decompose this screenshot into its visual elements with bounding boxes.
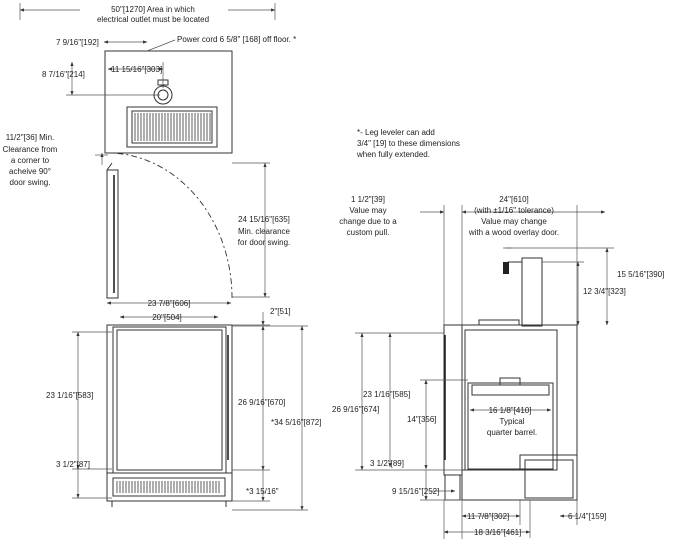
tap-stem bbox=[157, 79, 169, 86]
dim-8-7-16-label: 8 7/16"[214] bbox=[42, 70, 85, 79]
front-view: 23 7/8"[606] 20"[504] 2"[51] 23 1/16"[58… bbox=[46, 299, 321, 511]
dim-7-9-16-label: 7 9/16"[192] bbox=[56, 38, 99, 47]
door-swing-arc bbox=[111, 152, 233, 299]
depth-note-1: 24"[610] bbox=[499, 195, 529, 204]
side-kickplate bbox=[444, 474, 461, 501]
leveler-note: *- Leg leveler can add 3/4" [19] to thes… bbox=[356, 128, 460, 159]
power-cord-label: Power cord 6 5/8" [168] off floor. * bbox=[177, 35, 296, 44]
side-dim-26-label: 26 9/16"[674] bbox=[332, 405, 379, 414]
side-top-plate bbox=[478, 319, 520, 326]
pull-note-2: Value may bbox=[349, 206, 386, 215]
depth-note-4: with a wood overlay door. bbox=[468, 228, 559, 237]
corner-clearance-1: 11/2"[36] Min. bbox=[6, 133, 55, 142]
quarter-barrel bbox=[467, 382, 554, 470]
dim-34-5-16-label: *34 5/16"[872] bbox=[271, 418, 321, 427]
depth-note-3: Value may change bbox=[481, 217, 547, 226]
dim-3-15-16-label: *3 15/16" bbox=[246, 487, 279, 496]
outlet-area-label-2: electrical outlet must be located bbox=[97, 15, 209, 24]
pull-note-3: change due to a bbox=[339, 217, 397, 226]
tap-handle bbox=[503, 262, 509, 274]
door-swing-2: Min. clearance bbox=[238, 227, 291, 236]
width-inner-label: 20"[504] bbox=[152, 313, 182, 322]
tap-tower bbox=[521, 257, 543, 327]
side-dim-14-label: 14"[356] bbox=[407, 415, 437, 424]
pull-note-1: 1 1/2"[39] bbox=[351, 195, 385, 204]
dim-12-3-4-label: 12 3/4"[323] bbox=[583, 287, 626, 296]
front-cabinet bbox=[106, 324, 233, 502]
dim-3-1-2-label: 3 1/2"[87] bbox=[56, 460, 90, 469]
front-kick-grille bbox=[116, 481, 220, 493]
dim-15-5-16-label: 15 5/16"[390] bbox=[617, 270, 664, 279]
open-door bbox=[106, 169, 119, 299]
depth-note-2: (with ±1/16" tolerance) bbox=[474, 206, 554, 215]
side-dim-3-1-2-label: 3 1/2"[89] bbox=[370, 459, 404, 468]
note-line-1: *- Leg leveler can add bbox=[357, 128, 435, 137]
front-door-frame bbox=[112, 326, 227, 474]
dim-11-7-8-label: 11 7/8"[302] bbox=[467, 512, 509, 521]
note-line-3: when fully extended. bbox=[356, 150, 430, 159]
corner-clearance-4: acheive 90° bbox=[9, 167, 51, 176]
corner-clearance-5: door swing. bbox=[10, 178, 51, 187]
tap-handle-inner bbox=[157, 89, 169, 101]
top-view: 50"[1270] Area in which electrical outle… bbox=[3, 3, 296, 299]
width-outer-label: 23 7/8"[606] bbox=[148, 299, 191, 308]
vent-slats bbox=[134, 113, 211, 141]
compressor-box bbox=[524, 459, 574, 499]
barrel-label-2: quarter barrel. bbox=[487, 428, 537, 437]
side-inner-cavity bbox=[464, 329, 558, 471]
front-kickplate bbox=[112, 477, 226, 497]
vent-grille-outer bbox=[126, 106, 218, 148]
corner-clearance-2: Clearance from bbox=[3, 145, 58, 154]
note-line-2: 3/4" [19] to these dimensions bbox=[357, 139, 460, 148]
door-swing-3: for door swing. bbox=[238, 238, 290, 247]
barrel-dim-label: 16 1/8"[410] bbox=[489, 406, 532, 415]
dim-9-15-16-label: 9 15/16"[252] bbox=[392, 487, 439, 496]
side-door bbox=[443, 324, 463, 476]
vent-grille-inner bbox=[131, 110, 213, 144]
dim-11-15-16-label: 11 15/16"[303] bbox=[111, 65, 162, 74]
pull-note-4: custom pull. bbox=[347, 228, 390, 237]
dim-26-9-16-label: 26 9/16"[670] bbox=[238, 398, 285, 407]
front-door-panel bbox=[116, 329, 223, 471]
outlet-label-bg bbox=[80, 3, 228, 25]
power-cord-leader bbox=[146, 39, 176, 52]
compressor-step bbox=[462, 454, 577, 471]
dim-2-label: 2"[51] bbox=[270, 307, 291, 316]
dim-18-3-16-label: 18 3/16"[461] bbox=[474, 528, 521, 537]
door-swing-1: 24 15/16"[635] bbox=[238, 215, 290, 224]
corner-clearance-3: a corner to bbox=[11, 156, 50, 165]
dim-6-1-4-label: 6 1/4"[159] bbox=[568, 512, 606, 521]
tap-handle-outer bbox=[153, 85, 173, 105]
barrel-top-rim bbox=[471, 384, 550, 396]
side-dim-23-label: 23 1/16"[585] bbox=[363, 390, 410, 399]
barrel-coupler bbox=[499, 377, 521, 386]
dim-23-1-16-label: 23 1/16"[583] bbox=[46, 391, 93, 400]
side-view: 1 1/2"[39] Value may change due to a cus… bbox=[332, 195, 664, 540]
outlet-area-label-1: 50"[1270] Area in which bbox=[111, 5, 195, 14]
barrel-label-1: Typical bbox=[500, 417, 525, 426]
door-hinge-top bbox=[106, 162, 113, 171]
